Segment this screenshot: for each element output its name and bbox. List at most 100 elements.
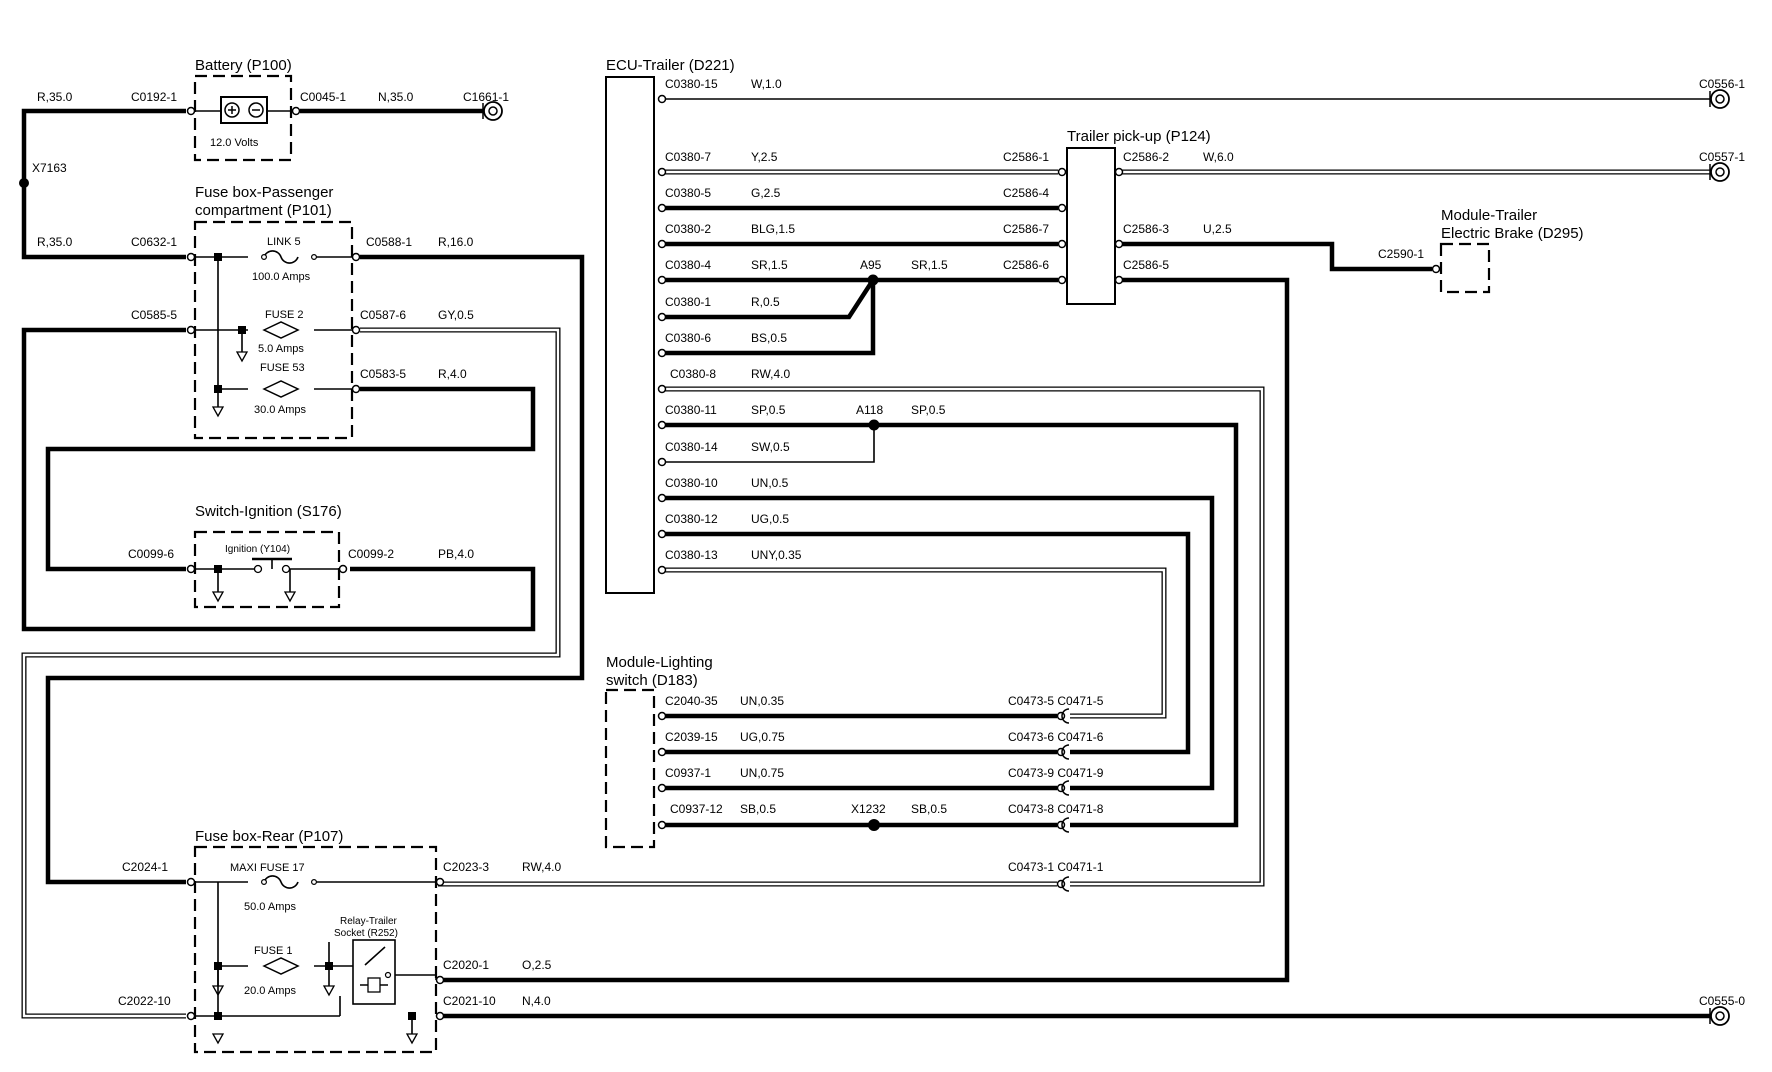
label-sb05b: SB,0.5 — [911, 802, 947, 816]
switch-ignition: Switch-Ignition (S176) Ignition (Y104) — [193, 503, 342, 609]
relay-label-1: Relay-Trailer — [340, 916, 398, 927]
label-e14: C0380-14 — [665, 440, 718, 454]
label-r40: R,4.0 — [438, 367, 467, 381]
label-c0588: C0588-1 — [366, 235, 412, 249]
ground-symbol — [322, 985, 336, 997]
fuse53-rating: 30.0 Amps — [254, 404, 306, 416]
label-x1232: X1232 — [851, 802, 886, 816]
battery-voltage: 12.0 Volts — [210, 137, 259, 149]
label-w60: W,6.0 — [1203, 150, 1234, 164]
fuse53-symbol — [262, 380, 300, 398]
label-e6: C0380-6 — [665, 331, 711, 345]
label-e1: C0380-1 — [665, 295, 711, 309]
label-c2020: C2020-1 — [443, 958, 489, 972]
module-trailer-brake: Module-Trailer Electric Brake (D295) — [1439, 207, 1584, 294]
eyelet-c0557 — [1709, 162, 1730, 182]
label-blg15: BLG,1.5 — [751, 222, 795, 236]
label-un05: UN,0.5 — [751, 476, 789, 490]
relay-label-2: Socket (R252) — [334, 928, 398, 939]
module-lighting-switch: Module-Lighting switch (D183) — [604, 654, 713, 849]
fusebox-rear-title: Fuse box-Rear (P107) — [195, 828, 343, 845]
label-l15: C2039-15 — [665, 730, 718, 744]
label-gy05: GY,0.5 — [438, 308, 474, 322]
fuse53-label: FUSE 53 — [260, 362, 305, 374]
label-c0583: C0583-5 — [360, 367, 406, 381]
label-p4: C2586-4 — [1003, 186, 1049, 200]
label-c9: C0473-9 C0471-9 — [1008, 766, 1104, 780]
fuse1-label: FUSE 1 — [254, 945, 293, 957]
maxi-fuse17-symbol — [263, 875, 299, 889]
ignition-contact-label: Ignition (Y104) — [225, 544, 290, 555]
label-p7: C2586-7 — [1003, 222, 1049, 236]
fusebox-passenger: Fuse box-Passenger compartment (P101) LI… — [193, 184, 354, 440]
label-c0585: C0585-5 — [131, 308, 177, 322]
label-c1661: C1661-1 — [463, 90, 509, 104]
ecu-trailer: ECU-Trailer (D221) — [605, 57, 735, 594]
label-e13: C0380-13 — [665, 548, 718, 562]
trailer-pickup-title: Trailer pick-up (P124) — [1067, 128, 1211, 145]
module-brake-title-1: Module-Trailer — [1441, 207, 1537, 224]
fuse1-rating: 20.0 Amps — [244, 985, 296, 997]
ground-symbol — [211, 1033, 225, 1045]
label-pb40: PB,4.0 — [438, 547, 474, 561]
label-e12: C0380-12 — [665, 512, 718, 526]
label-a118: A118 — [856, 403, 883, 417]
fuse1-symbol — [262, 957, 300, 975]
splice-a118 — [868, 419, 880, 431]
label-r350-top: R,35.0 — [37, 90, 73, 104]
label-c2590: C2590-1 — [1378, 247, 1424, 261]
label-n40: N,4.0 — [522, 994, 551, 1008]
fuse2-symbol — [262, 321, 300, 339]
junction-dot — [214, 1012, 222, 1020]
label-y25: Y,2.5 — [751, 150, 778, 164]
ground-symbol — [283, 591, 297, 603]
label-ug05: UG,0.5 — [751, 512, 789, 526]
label-e7: C0380-7 — [665, 150, 711, 164]
label-un035: UN,0.35 — [740, 694, 784, 708]
junction-dot — [214, 253, 222, 261]
ground-symbol — [235, 351, 249, 363]
label-c0557: C0557-1 — [1699, 150, 1745, 164]
label-c0045: C0045-1 — [300, 90, 346, 104]
label-c6: C0473-6 C0471-6 — [1008, 730, 1104, 744]
label-e8: C0380-8 — [670, 367, 716, 381]
link5-rating: 100.0 Amps — [252, 271, 311, 283]
label-sr15b: SR,1.5 — [911, 258, 948, 272]
label-l12: C0937-12 — [670, 802, 723, 816]
label-u25: U,2.5 — [1203, 222, 1232, 236]
ecu-trailer-title: ECU-Trailer (D221) — [606, 57, 735, 74]
label-e2: C0380-2 — [665, 222, 711, 236]
junction-dot — [214, 962, 222, 970]
switch-ignition-title: Switch-Ignition (S176) — [195, 503, 342, 520]
eyelet-c0555 — [1709, 1006, 1730, 1026]
label-a95: A95 — [860, 258, 882, 272]
label-sw05: SW,0.5 — [751, 440, 790, 454]
label-l1: C0937-1 — [665, 766, 711, 780]
fusebox-passenger-title-2: compartment (P101) — [195, 202, 332, 219]
module-brake-title-2: Electric Brake (D295) — [1441, 225, 1584, 242]
label-r350-bot: R,35.0 — [37, 235, 73, 249]
label-c8: C0473-8 C0471-8 — [1008, 802, 1104, 816]
junction-dot — [214, 565, 222, 573]
label-r05: R,0.5 — [751, 295, 780, 309]
fuse2-rating: 5.0 Amps — [258, 343, 304, 355]
label-n350: N,35.0 — [378, 90, 414, 104]
splice-a95 — [867, 274, 879, 286]
label-un075: UN,0.75 — [740, 766, 784, 780]
label-e11: C0380-11 — [665, 403, 717, 417]
link5-symbol — [263, 250, 299, 264]
label-sb05a: SB,0.5 — [740, 802, 776, 816]
battery: Battery (P100) 12.0 Volts — [193, 57, 293, 162]
label-x7163: X7163 — [32, 161, 67, 175]
splice-x1232 — [868, 819, 880, 831]
label-e10: C0380-10 — [665, 476, 718, 490]
junction-dot — [325, 962, 333, 970]
label-bs05: BS,0.5 — [751, 331, 787, 345]
label-sp05a: SP,0.5 — [751, 403, 786, 417]
label-c1: C0473-1 C0471-1 — [1008, 860, 1104, 874]
label-c0099-6: C0099-6 — [128, 547, 174, 561]
connector-pins — [186, 94, 1441, 1021]
label-c0632: C0632-1 — [131, 235, 177, 249]
ground-symbol — [211, 591, 225, 603]
